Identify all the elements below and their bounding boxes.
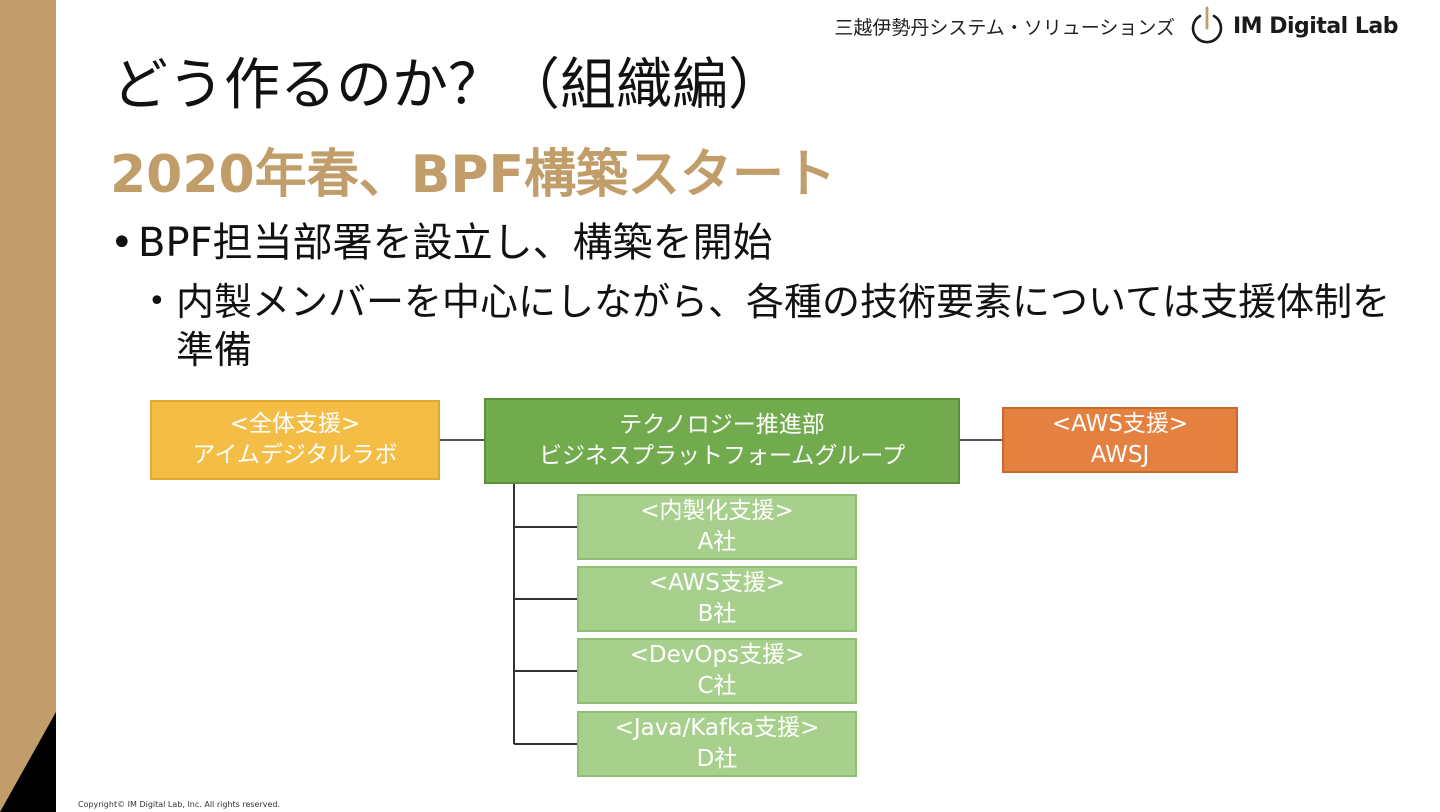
box-label: AWSJ [1090, 442, 1150, 468]
org-box-java-kafka-support: <Java/Kafka支援> D社 [577, 711, 857, 777]
corner-triangle-decoration [0, 712, 56, 812]
box-label: <AWS支援> [648, 570, 786, 596]
box-label: テクノロジー推進部 [619, 412, 825, 438]
logo-text: IM Digital Lab [1232, 13, 1399, 39]
box-label: D社 [696, 746, 738, 772]
header-branding: 三越伊勢丹システム・ソリューションズ IM Digital Lab [834, 6, 1399, 46]
copyright-footer: Copyright© IM Digital Lab, Inc. All righ… [78, 800, 281, 809]
org-box-insourcing-support: <内製化支援> A社 [577, 494, 857, 560]
org-box-overall-support: <全体支援> アイムデジタルラボ [150, 400, 440, 480]
bullet-level2: • 内製メンバーを中心にしながら、各種の技術要素については支援体制を準備 [148, 278, 1398, 374]
company-name: 三越伊勢丹システム・ソリューションズ [834, 16, 1175, 39]
box-label: <AWS支援> [1051, 411, 1189, 437]
bullet-level1: •BPF担当部署を設立し、構築を開始 [110, 210, 773, 268]
slide-subtitle: 2020年春、BPF構築スタート [110, 145, 836, 205]
left-accent-band [0, 0, 56, 812]
slide-title: どう作るのか？（組織編） [112, 53, 784, 118]
box-label: C社 [697, 673, 737, 699]
org-box-aws-support: <AWS支援> AWSJ [1002, 407, 1238, 473]
box-label: アイムデジタルラボ [192, 442, 398, 468]
box-label: ビジネスプラットフォームグループ [539, 443, 905, 469]
bullet-dot: • [148, 284, 166, 319]
bullet-dot: • [110, 220, 134, 266]
box-label: <全体支援> [229, 411, 361, 437]
box-label: B社 [697, 601, 737, 627]
power-logo-icon [1191, 6, 1223, 44]
bullet-level2-text: 内製メンバーを中心にしながら、各種の技術要素については支援体制を準備 [176, 280, 1391, 372]
logo: IM Digital Lab [1189, 6, 1399, 46]
org-box-devops-support: <DevOps支援> C社 [577, 638, 857, 704]
box-label: <DevOps支援> [629, 642, 805, 668]
box-label: <内製化支援> [640, 498, 794, 524]
box-label: A社 [697, 529, 737, 555]
box-label: <Java/Kafka支援> [614, 715, 820, 741]
bullet-level1-text: BPF担当部署を設立し、構築を開始 [138, 220, 773, 266]
org-box-aws-support-b: <AWS支援> B社 [577, 566, 857, 632]
org-box-technology-dept: テクノロジー推進部 ビジネスプラットフォームグループ [484, 398, 960, 484]
